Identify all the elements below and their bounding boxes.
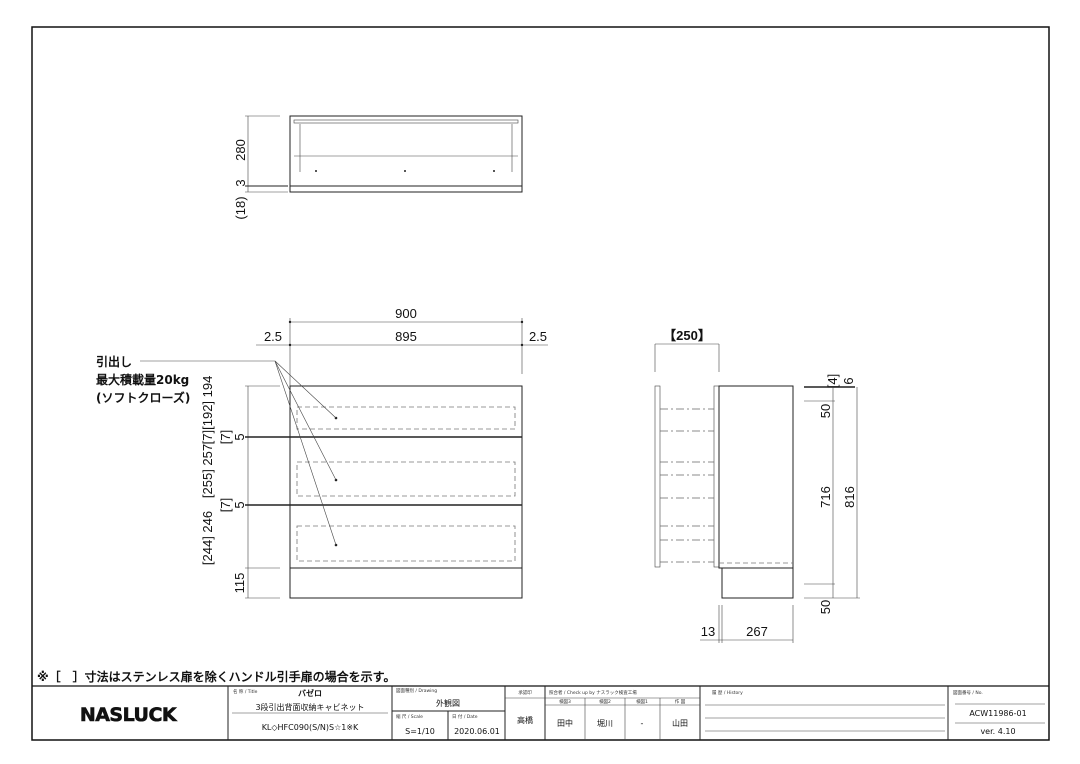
date-label: 日 付 / Date (452, 713, 478, 720)
approval-label: 承認印 (518, 689, 532, 696)
top-view: 280 3 (18) (233, 115, 523, 220)
dim-drawer3: [244] 246 (200, 511, 215, 565)
check-label: 照合者 / Check up by ナスラック検査工場 (549, 689, 637, 696)
dim-gap1: 5 (232, 433, 247, 440)
scale-value: S=1/10 (405, 727, 435, 736)
sheet-border (31, 26, 1050, 741)
dim-3: 3 (233, 179, 248, 186)
title-block: NASLUCK 名 称 / Title バゼロ 3段引出背面収納キャビネット K… (32, 685, 1049, 740)
drafter-name: 山田 (672, 718, 688, 728)
dim-267: 267 (746, 624, 768, 639)
check-col: 検図3 (559, 698, 571, 705)
dim-18: (18) (233, 196, 248, 219)
front-view: 900 895 2.5 2.5 引出し 最大積載量20kg (ソフトクローズ) … (96, 306, 548, 599)
dim-left-2-5: 2.5 (264, 329, 282, 344)
scale-label: 縮 尺 / Scale (396, 713, 423, 720)
dim-drawer1: [7][192] 194 (200, 376, 215, 445)
number-label: 図面番号 / No. (953, 689, 983, 696)
dim-50-top: 50 (818, 404, 833, 418)
callout-soft-close: (ソフトクローズ) (96, 390, 190, 405)
bracket-note: ※［ ］寸法はステンレス扉を除くハンドル引手扉の場合を示す。 (37, 669, 395, 684)
drawing-label: 図面種別 / Drawing (396, 687, 437, 694)
version: ver. 4.10 (980, 727, 1015, 736)
dim-gap2: 5 (232, 501, 247, 508)
dim-right-2-5: 2.5 (529, 329, 547, 344)
callout-max-load: 最大積載量20kg (96, 372, 189, 387)
nasluck-logo: NASLUCK (80, 704, 178, 726)
drawing-number: ACW11986-01 (969, 709, 1026, 718)
checker-name: 田中 (557, 718, 573, 728)
dim-top-bracket: [4] (825, 374, 840, 388)
check-col: 検図1 (636, 698, 648, 705)
dim-50-bottom: 50 (818, 600, 833, 614)
side-view: 【250】 [4] 6 50 716 816 50 13 267 (654, 328, 860, 643)
title-label: 名 称 / Title (233, 688, 258, 695)
dim-drawer2: [255] 257 (200, 444, 215, 498)
history-label: 履 歴 / History (712, 690, 743, 696)
approver-name: 高橋 (517, 715, 533, 725)
checker-name: - (641, 719, 644, 728)
checker-name: 堀川 (597, 719, 613, 728)
dim-plinth: 115 (232, 573, 247, 594)
dim-250: 【250】 (663, 328, 711, 343)
model-number: KL◇HFC090(S/N)S☆1※K (262, 723, 359, 732)
date-value: 2020.06.01 (454, 727, 500, 736)
series-name: バゼロ (298, 688, 322, 698)
callout-drawer: 引出し (96, 354, 132, 369)
dim-13: 13 (701, 624, 715, 639)
dim-280: 280 (233, 139, 248, 161)
check-col: 作 図 (675, 698, 686, 705)
dim-gap2-bracket: [7] (218, 498, 233, 512)
dim-900: 900 (395, 306, 417, 321)
check-col: 検図2 (599, 698, 611, 705)
drawing-type: 外観図 (436, 698, 460, 708)
dim-716: 716 (818, 486, 833, 508)
dim-816: 816 (842, 486, 857, 508)
dim-gap1-bracket: [7] (218, 430, 233, 444)
product-name: 3段引出背面収納キャビネット (255, 702, 364, 712)
dim-top: 6 (841, 377, 856, 384)
dim-895: 895 (395, 329, 417, 344)
